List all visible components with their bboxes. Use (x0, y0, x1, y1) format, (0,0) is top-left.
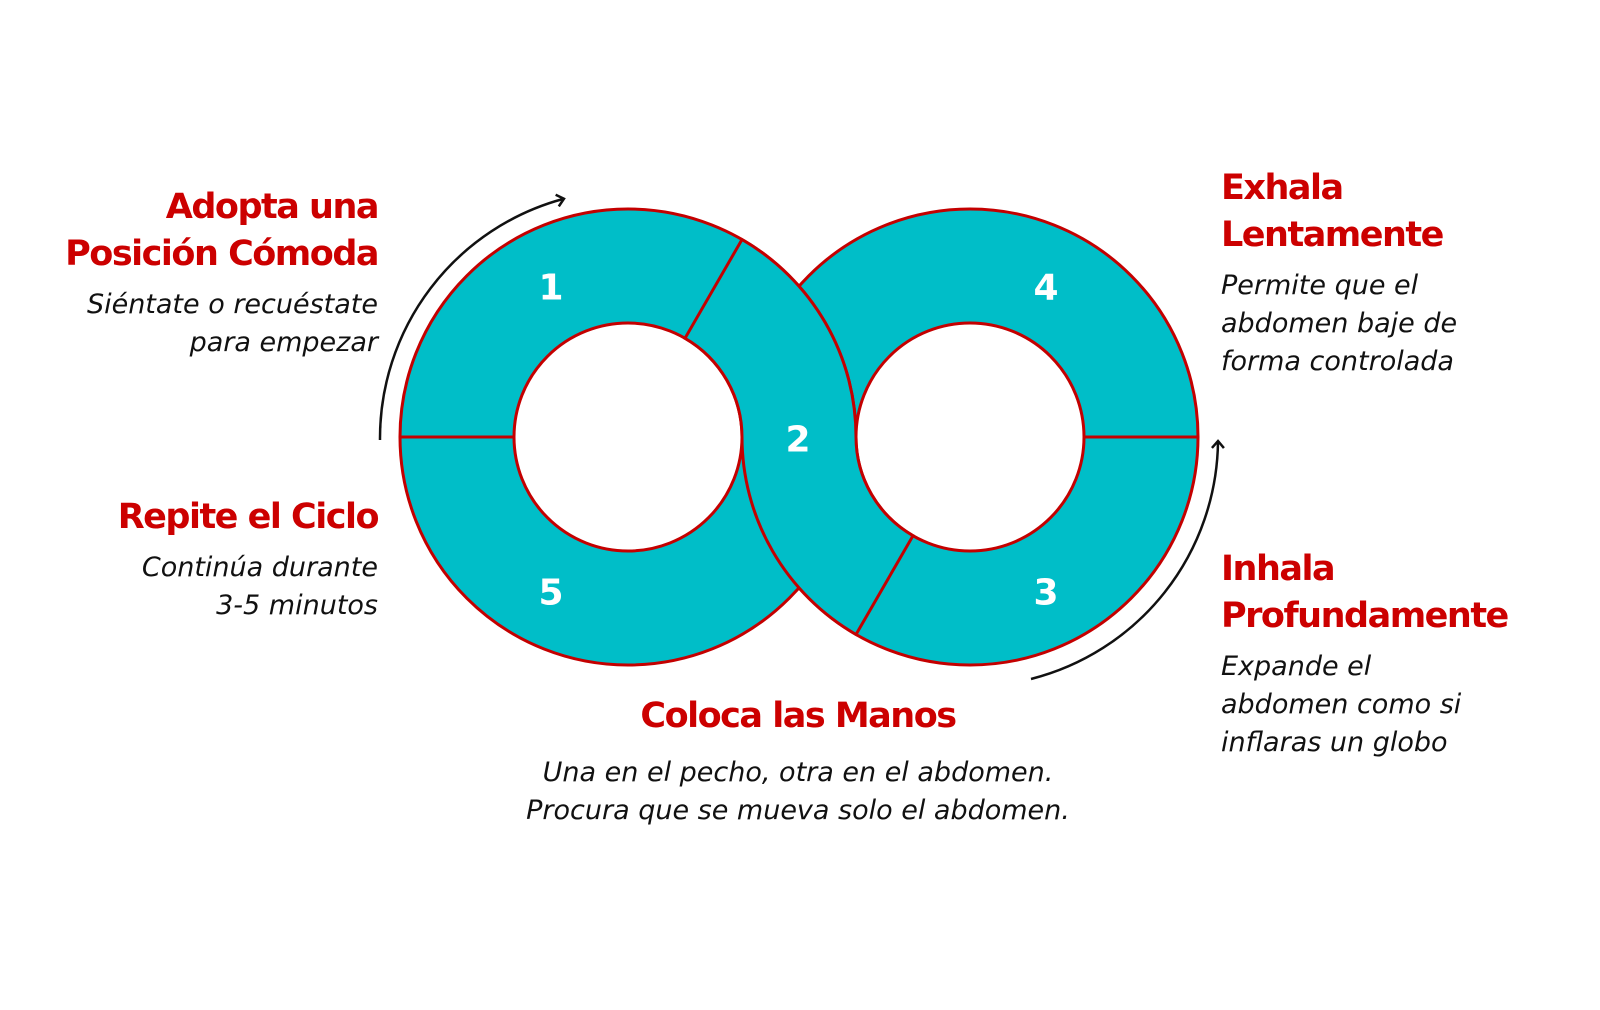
desc-line: Expande el (1221, 651, 1372, 682)
step-4-title: Exhala Lentamente (1221, 165, 1457, 259)
segment-number-2: 2 (785, 420, 810, 461)
step-1-description: Siéntate o recuéstate para empezar (65, 286, 378, 362)
desc-line: Procura que se mueva solo el abdomen. (526, 795, 1070, 826)
step-1-title: Adopta una Posición Cómoda (65, 184, 380, 278)
desc-line: 3-5 minutos (216, 590, 378, 621)
arrow-right-icon (1030, 439, 1225, 681)
step-4-description: Permite que el abdomen baje de forma con… (1221, 267, 1457, 381)
desc-line: Permite que el (1221, 270, 1419, 301)
arrow-left-icon (378, 193, 566, 441)
step-4-label: Exhala Lentamente Permite que el abdomen… (1221, 165, 1457, 381)
desc-line: forma controlada (1221, 346, 1454, 377)
segment-number-4: 4 (1033, 268, 1058, 309)
title-line: Posición Cómoda (65, 234, 379, 274)
title-line: Inhala (1221, 549, 1336, 589)
title-line: Adopta una (165, 187, 380, 227)
step-5-description: Continúa durante 3-5 minutos (118, 549, 378, 625)
step-2-title: Coloca las Manos (448, 693, 1148, 740)
step-3-label: Inhala Profundamente Expande el abdomen … (1221, 546, 1509, 762)
desc-line: Una en el pecho, otra en el abdomen. (542, 757, 1054, 788)
segment-number-5: 5 (538, 573, 563, 614)
step-2-label: Coloca las Manos Una en el pecho, otra e… (448, 693, 1148, 830)
desc-line: para empezar (189, 327, 378, 358)
title-line: Profundamente (1221, 596, 1509, 636)
desc-line: Siéntate o recuéstate (86, 289, 378, 320)
step-2-description: Una en el pecho, otra en el abdomen. Pro… (448, 754, 1148, 830)
segment-2-band (682, 237, 916, 637)
title-line: Coloca las Manos (640, 696, 957, 736)
desc-line: inflaras un globo (1221, 727, 1448, 758)
step-3-title: Inhala Profundamente (1221, 546, 1509, 640)
desc-line: Continúa durante (141, 552, 378, 583)
segment-number-1: 1 (538, 268, 563, 309)
title-line: Lentamente (1221, 215, 1444, 255)
title-line: Repite el Ciclo (117, 497, 380, 537)
step-5-label: Repite el Ciclo Continúa durante 3-5 min… (117, 494, 380, 625)
title-line: Exhala (1221, 168, 1344, 208)
segment-number-3: 3 (1033, 573, 1058, 614)
step-5-title: Repite el Ciclo (117, 494, 380, 541)
desc-line: abdomen como si (1221, 689, 1462, 720)
step-3-description: Expande el abdomen como si inflaras un g… (1221, 648, 1508, 762)
desc-line: abdomen baje de (1221, 308, 1458, 339)
step-1-label: Adopta una Posición Cómoda Siéntate o re… (65, 184, 380, 362)
